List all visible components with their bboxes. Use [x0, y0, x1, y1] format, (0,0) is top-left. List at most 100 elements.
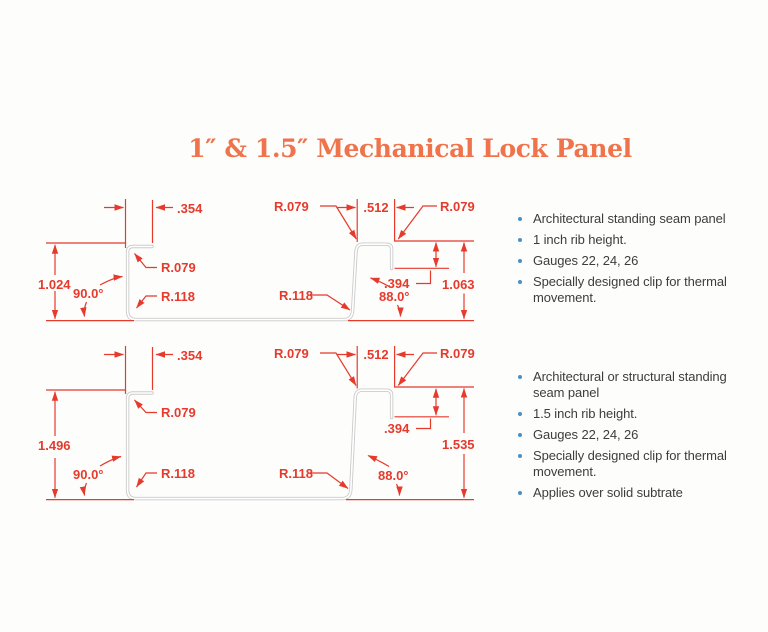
dim-text: R.079 [274, 346, 309, 361]
leader-line [136, 295, 157, 309]
ann-male-right-radius-15in: R.079 [397, 346, 475, 386]
bullet-icon [518, 238, 522, 242]
dim-text: R.079 [161, 405, 196, 420]
leader-line [134, 253, 157, 269]
feature-text: 1.5 inch rib height. [533, 406, 638, 421]
leader-line [310, 472, 349, 489]
leader-line [320, 205, 357, 240]
ann-male-left-radius-15in: R.079 [274, 346, 357, 386]
arc-arrow [80, 301, 88, 317]
dim-text: R.118 [279, 466, 313, 481]
feature-item: Architectural or structural standing sea… [516, 369, 740, 401]
dim-text: 1.535 [442, 437, 475, 452]
feature-list-15in: Architectural or structural standing sea… [516, 369, 740, 506]
dim-text: R.118 [161, 289, 195, 304]
bullet-icon [518, 217, 522, 221]
feature-item: Specially designed clip for thermal move… [516, 448, 740, 480]
dim-text: 1.496 [38, 438, 71, 453]
feature-item: 1 inch rib height. [516, 232, 740, 248]
arc-arrow [99, 455, 122, 467]
feature-text: Architectural standing seam panel [533, 211, 726, 226]
feature-text: Specially designed clip for thermal move… [533, 448, 727, 479]
feature-item: Specially designed clip for thermal move… [516, 274, 740, 306]
dim-text: R.079 [161, 260, 196, 275]
feature-text: Gauges 22, 24, 26 [533, 427, 639, 442]
feature-item: Applies over solid subtrate [516, 485, 740, 501]
ann-female-angle-1in: 90.0° [73, 274, 123, 317]
arc-arrow [395, 483, 403, 496]
dim-text: R.118 [279, 288, 313, 303]
dim-flange-width-15in: .354 [104, 346, 203, 394]
panel-profile-1in [125, 242, 394, 322]
bullet-icon [518, 433, 522, 437]
leader-line [320, 352, 357, 386]
dim-text: .394 [384, 421, 410, 436]
dim-seam-height-1in: 1.063 [348, 242, 475, 322]
arc-arrow [99, 274, 123, 286]
profile-core [126, 243, 393, 321]
drawing-15in: 1.496 .354 R.079 R.118 90.0° [38, 346, 475, 501]
arc-arrow [396, 304, 404, 317]
dim-seam-height-15in: 1.535 [346, 388, 475, 501]
ann-female-top-radius-15in: R.079 [134, 399, 196, 420]
feature-item: 1.5 inch rib height. [516, 406, 740, 422]
leader-line [397, 205, 437, 240]
panel-profile-15in [125, 388, 394, 501]
ann-male-bottom-radius-15in: R.118 [279, 466, 349, 489]
dim-text: 90.0° [73, 286, 104, 301]
dim-text: 88.0° [378, 468, 409, 483]
feature-text: 1 inch rib height. [533, 232, 627, 247]
feature-text: Gauges 22, 24, 26 [533, 253, 639, 268]
leader-line [310, 294, 351, 311]
dim-seam-width-1in: .512 [337, 199, 414, 242]
bullet-icon [518, 454, 522, 458]
dim-text: .394 [384, 276, 410, 291]
ann-male-left-radius-1in: R.079 [274, 199, 357, 240]
drawing-1in: 1.024 .354 R.079 R.118 90.0° [38, 199, 475, 322]
dim-text: R.079 [274, 199, 309, 214]
dim-text: 90.0° [73, 467, 104, 482]
dim-text: .354 [177, 201, 203, 216]
dim-text: 1.063 [442, 277, 475, 292]
dim-text: .512 [363, 347, 388, 362]
bullet-icon [518, 412, 522, 416]
dim-panel-height-1in: 1.024 [38, 242, 134, 322]
feature-text: Architectural or structural standing sea… [533, 369, 727, 400]
page-title: 1″ & 1.5″ Mechanical Lock Panel [188, 134, 632, 163]
dim-text: .512 [363, 200, 388, 215]
bullet-icon [518, 259, 522, 263]
ann-male-bottom-radius-1in: R.118 [279, 288, 351, 311]
feature-text: Specially designed clip for thermal move… [533, 274, 727, 305]
profile-core [126, 389, 393, 500]
feature-list-1in: Architectural standing seam panel 1 inch… [516, 211, 740, 311]
bullet-icon [518, 280, 522, 284]
leader-line [397, 352, 437, 386]
dim-text: R.079 [440, 199, 475, 214]
arc-arrow [367, 454, 390, 468]
ann-female-top-radius-1in: R.079 [134, 253, 196, 275]
feature-item: Gauges 22, 24, 26 [516, 427, 740, 443]
feature-item: Architectural standing seam panel [516, 211, 740, 227]
bullet-icon [518, 491, 522, 495]
dim-text: R.118 [161, 466, 195, 481]
ann-male-angle-1in: 88.0° [370, 277, 410, 317]
dim-panel-height-15in: 1.496 [38, 389, 134, 501]
ann-female-bottom-radius-1in: R.118 [136, 289, 195, 309]
leader-line [416, 418, 432, 430]
leader-line [136, 472, 157, 488]
ann-male-right-radius-1in: R.079 [397, 199, 475, 240]
ann-female-angle-15in: 90.0° [73, 455, 122, 496]
feature-text: Applies over solid subtrate [533, 485, 683, 500]
dim-lock-leg-1in: .394 [384, 240, 474, 291]
leader-line [416, 270, 432, 285]
dim-lock-leg-15in: .394 [384, 386, 474, 436]
feature-item: Gauges 22, 24, 26 [516, 253, 740, 269]
dim-text: .354 [177, 348, 203, 363]
leader-line [134, 399, 157, 414]
dim-seam-width-15in: .512 [337, 346, 414, 389]
dim-text: 88.0° [379, 289, 410, 304]
dim-flange-width-1in: .354 [104, 199, 203, 248]
ann-male-angle-15in: 88.0° [367, 454, 409, 496]
